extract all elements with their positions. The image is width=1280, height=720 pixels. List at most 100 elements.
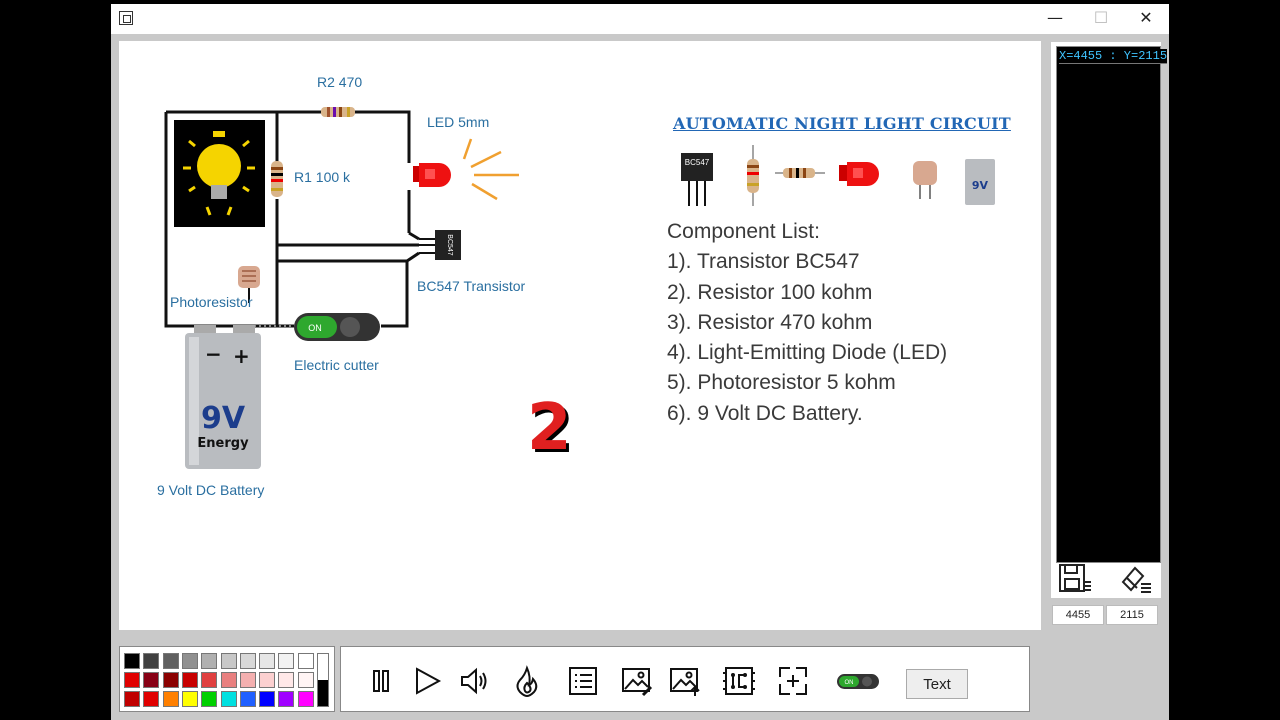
- color-swatch[interactable]: [201, 653, 218, 669]
- strip-battery-icon: 9V: [965, 159, 995, 205]
- maximize-button[interactable]: ☐: [1093, 8, 1109, 27]
- close-button[interactable]: ✕: [1139, 8, 1153, 27]
- save-icon[interactable]: [1057, 562, 1093, 596]
- color-swatch[interactable]: [181, 691, 198, 707]
- color-swatch[interactable]: [278, 691, 295, 707]
- svg-text:−: −: [205, 342, 222, 366]
- preview-screen[interactable]: X=4455 : Y=2115: [1056, 46, 1168, 563]
- circuit-canvas[interactable]: BC547 ON: [119, 41, 1041, 630]
- circuit-diagram: BC547 ON: [164, 107, 995, 469]
- color-swatch[interactable]: [239, 691, 256, 707]
- color-palette: [119, 646, 335, 712]
- r2-label: R2 470: [317, 74, 363, 90]
- color-swatch[interactable]: [162, 672, 179, 688]
- pause-button[interactable]: [365, 665, 397, 697]
- photoresistor-icon: [238, 266, 260, 303]
- switch-state: ON: [308, 323, 322, 333]
- side-panel: X=4455 : Y=2115: [1051, 42, 1168, 598]
- app-icon: [119, 11, 133, 25]
- color-swatch[interactable]: [143, 653, 160, 669]
- color-swatch[interactable]: [162, 653, 179, 669]
- transistor-label: BC547 Transistor: [417, 278, 526, 294]
- led-icon: [413, 138, 519, 201]
- image-edit-button[interactable]: [621, 665, 653, 697]
- title-bar: — ☐ ✕: [111, 4, 1169, 34]
- color-swatch[interactable]: [201, 672, 218, 688]
- led-label: LED 5mm: [427, 114, 490, 130]
- app-window: — ☐ ✕: [111, 4, 1169, 720]
- color-swatch[interactable]: [278, 653, 295, 669]
- color-swatch[interactable]: [181, 672, 198, 688]
- strip-resistor-horizontal-icon: [775, 168, 825, 178]
- strip-resistor-vertical-icon: [747, 145, 759, 206]
- transistor-marking: BC547: [446, 234, 453, 256]
- color-swatch[interactable]: [143, 672, 160, 688]
- battery-icon: − + 9V Energy: [185, 325, 261, 469]
- list-item: 5). Photoresistor 5 kohm: [667, 371, 896, 395]
- svg-text:ON: ON: [845, 680, 854, 686]
- color-swatch[interactable]: [124, 691, 140, 707]
- toolbar-toggle[interactable]: ON: [835, 665, 881, 697]
- list-item: 6). 9 Volt DC Battery.: [667, 401, 863, 425]
- photoresistor-label: Photoresistor: [170, 294, 253, 310]
- r2-resistor-icon: [314, 107, 371, 117]
- toolbar: ON Text: [340, 646, 1030, 712]
- svg-text:9V: 9V: [972, 179, 989, 192]
- color-swatch[interactable]: [259, 672, 276, 688]
- battery-voltage: 9V: [201, 401, 246, 436]
- transistor-icon: BC547: [419, 230, 461, 260]
- r1-label: R1 100 k: [294, 169, 351, 185]
- circuit-title: AUTOMATIC NIGHT LIGHT CIRCUIT: [673, 114, 1011, 133]
- color-swatch[interactable]: [297, 691, 314, 707]
- color-swatch[interactable]: [297, 653, 314, 669]
- text-button[interactable]: Text: [906, 669, 968, 699]
- y-value-field[interactable]: 2115: [1106, 605, 1158, 625]
- color-swatch[interactable]: [278, 672, 295, 688]
- current-color-indicator: [317, 653, 329, 707]
- list-item: 3). Resistor 470 kohm: [667, 310, 873, 334]
- color-swatch[interactable]: [239, 653, 256, 669]
- r1-resistor-icon: [271, 161, 283, 197]
- color-swatch[interactable]: [181, 653, 198, 669]
- color-swatch[interactable]: [259, 691, 276, 707]
- step-number: 2: [527, 391, 572, 465]
- color-swatch[interactable]: [220, 653, 237, 669]
- color-swatch[interactable]: [124, 672, 140, 688]
- battery-label: 9 Volt DC Battery: [157, 482, 265, 498]
- image-export-button[interactable]: [669, 665, 701, 697]
- fire-button[interactable]: [511, 665, 543, 697]
- lamp-icon: [174, 120, 265, 227]
- switch-label: Electric cutter: [294, 357, 379, 373]
- svg-text:+: +: [233, 344, 250, 368]
- switch-toggle-icon: ON: [294, 313, 380, 341]
- component-list-heading: Component List:: [667, 220, 820, 243]
- coordinate-readout: X=4455 : Y=2115: [1059, 49, 1168, 64]
- eraser-icon[interactable]: [1117, 562, 1153, 596]
- color-swatch[interactable]: [124, 653, 140, 669]
- strip-led-icon: [839, 162, 879, 186]
- list-button[interactable]: [567, 665, 599, 697]
- battery-brand: Energy: [197, 436, 249, 451]
- color-swatch[interactable]: [201, 691, 218, 707]
- strip-photoresistor-icon: [913, 161, 937, 199]
- color-swatch[interactable]: [143, 691, 160, 707]
- list-item: 2). Resistor 100 kohm: [667, 280, 873, 304]
- layout-button[interactable]: [777, 665, 809, 697]
- list-item: 4). Light-Emitting Diode (LED): [667, 341, 948, 365]
- strip-transistor-icon: BC547: [681, 153, 713, 206]
- circuit-board-button[interactable]: [723, 665, 755, 697]
- component-strip: BC547: [681, 145, 995, 206]
- color-swatch[interactable]: [220, 672, 237, 688]
- component-list: Component List: 1). Transistor BC547 2).…: [667, 217, 947, 429]
- play-button[interactable]: [411, 665, 443, 697]
- minimize-button[interactable]: —: [1047, 8, 1063, 27]
- color-swatch[interactable]: [259, 653, 276, 669]
- sound-button[interactable]: [459, 665, 491, 697]
- x-value-field[interactable]: 4455: [1052, 605, 1104, 625]
- svg-text:BC547: BC547: [685, 158, 710, 167]
- color-swatch[interactable]: [220, 691, 237, 707]
- list-item: 1). Transistor BC547: [667, 250, 860, 274]
- color-swatch[interactable]: [239, 672, 256, 688]
- color-swatch[interactable]: [162, 691, 179, 707]
- color-swatch[interactable]: [297, 672, 314, 688]
